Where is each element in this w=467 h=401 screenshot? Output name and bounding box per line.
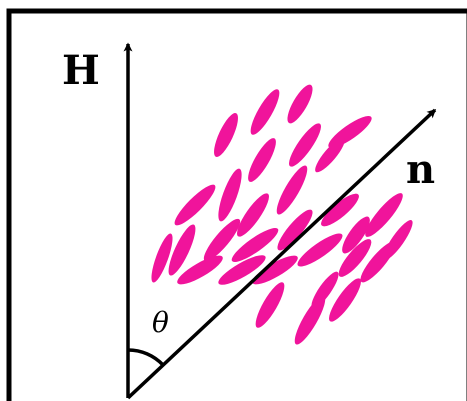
molecule-ellipse: [277, 209, 313, 251]
molecule-cluster: [151, 84, 413, 345]
molecule-ellipse: [174, 184, 216, 226]
molecule-ellipse: [218, 255, 266, 285]
label-n: n: [406, 146, 435, 193]
angle-arc: [127, 348, 165, 367]
molecule-ellipse: [255, 282, 285, 328]
molecule-ellipse: [287, 84, 313, 124]
molecule-ellipse: [294, 295, 326, 345]
molecule-ellipse: [203, 218, 241, 262]
molecule-ellipse: [151, 233, 173, 283]
molecule-ellipse: [168, 224, 196, 276]
molecule-ellipse: [250, 89, 280, 135]
label-H: H: [62, 47, 100, 94]
molecule-ellipse: [315, 137, 345, 173]
molecule-ellipse: [321, 193, 359, 227]
molecule-ellipse: [248, 138, 276, 182]
molecule-ellipse: [231, 227, 279, 263]
molecule-ellipse: [311, 271, 339, 309]
molecule-ellipse: [237, 193, 269, 237]
label-theta: θ: [152, 306, 169, 339]
molecule-ellipse: [365, 193, 403, 237]
molecule-ellipse: [177, 255, 223, 285]
molecule-ellipse: [297, 233, 343, 267]
molecule-ellipse: [214, 113, 238, 157]
molecule-ellipse: [276, 165, 308, 215]
director-axis-n: [126, 108, 437, 400]
molecule-ellipse: [338, 239, 372, 277]
molecule-ellipse: [218, 168, 242, 222]
molecule-ellipse: [360, 241, 396, 283]
molecule-ellipse: [329, 278, 361, 322]
diagram-frame: [6, 8, 467, 401]
molecule-ellipse: [252, 255, 298, 285]
molecule-ellipse: [289, 123, 321, 167]
molecule-ellipse: [342, 216, 370, 254]
